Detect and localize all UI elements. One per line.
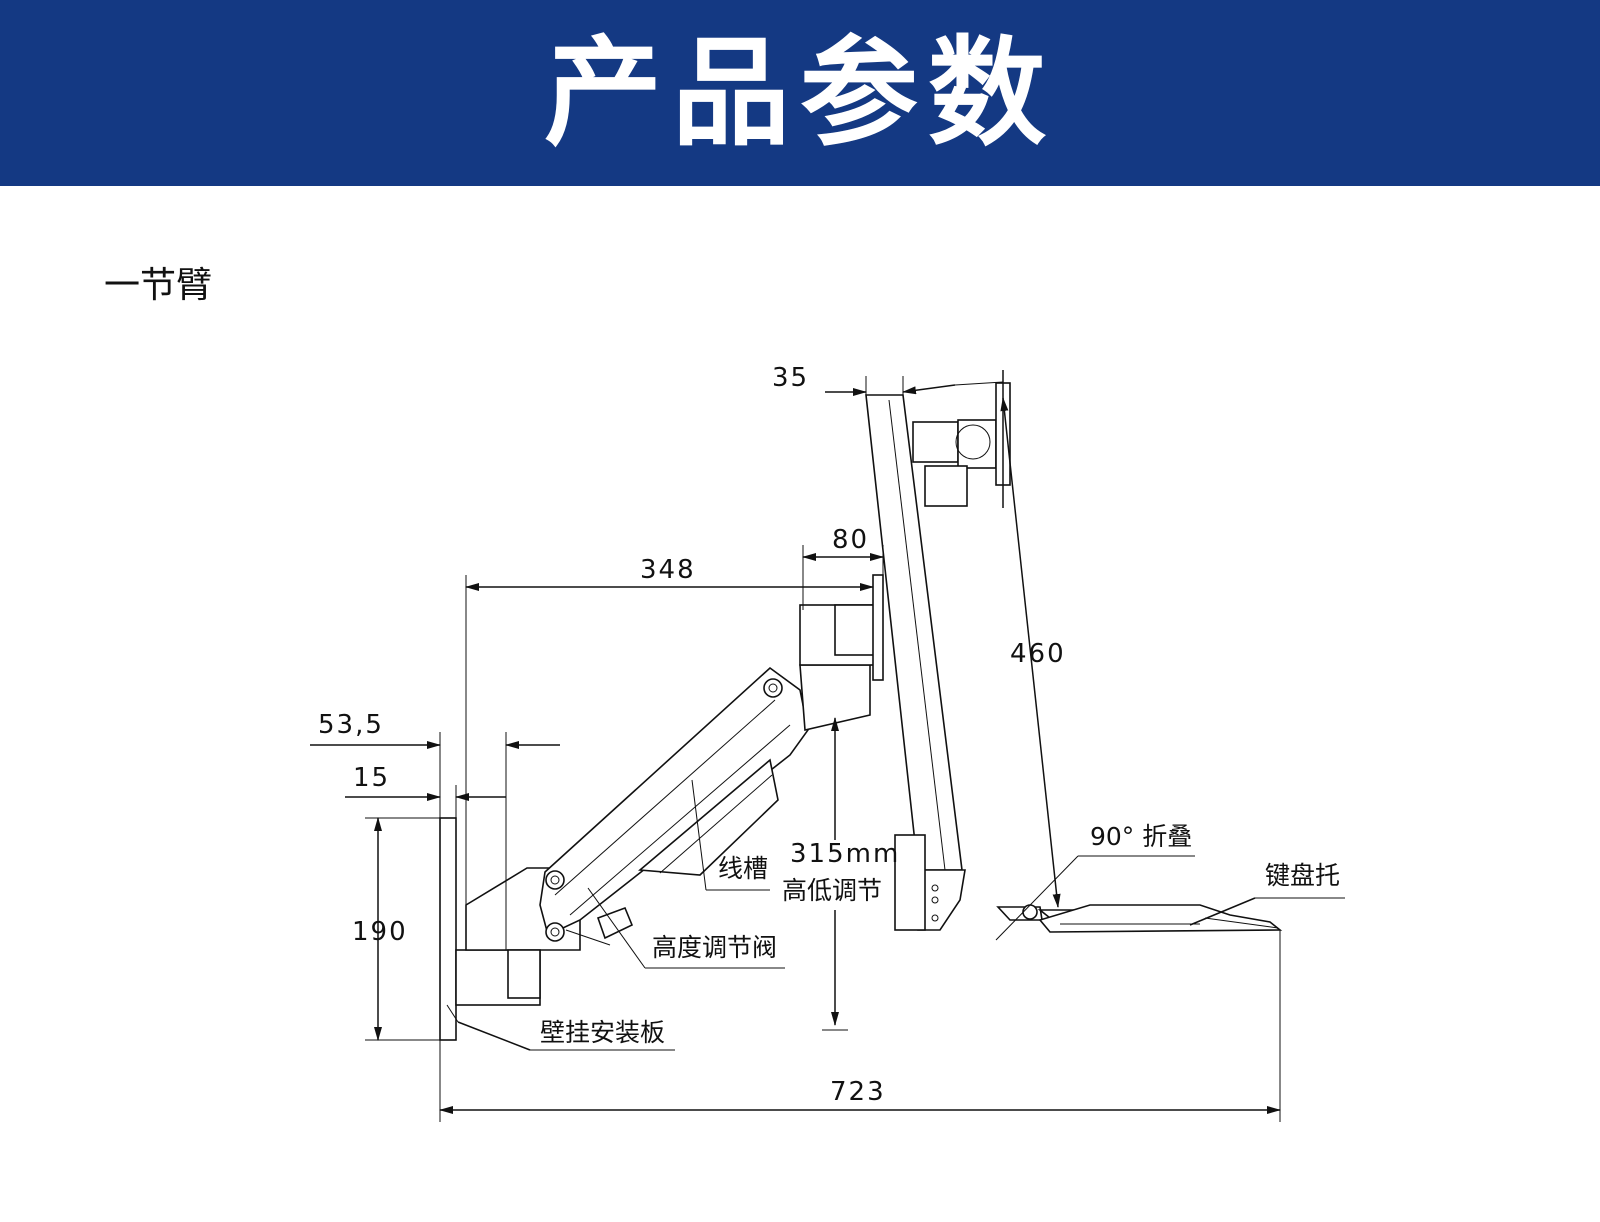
dim-315mm: 315mm bbox=[790, 839, 900, 869]
header-banner bbox=[0, 0, 1600, 186]
dim-460: 460 bbox=[1010, 639, 1066, 669]
dim-723: 723 bbox=[830, 1077, 886, 1107]
dim-53-5: 53,5 bbox=[318, 710, 384, 740]
arm-head bbox=[799, 574, 884, 731]
dim-190: 190 bbox=[352, 917, 408, 947]
dim-35: 35 bbox=[772, 363, 809, 393]
label-height-valve: 高度调节阀 bbox=[652, 933, 777, 962]
leader-lines bbox=[457, 779, 1345, 1051]
dim-348: 348 bbox=[640, 555, 696, 585]
dim-80: 80 bbox=[832, 525, 869, 555]
label-height-adjust: 高低调节 bbox=[782, 876, 882, 905]
keyboard-tray bbox=[996, 904, 1283, 933]
label-keyboard-tray: 键盘托 bbox=[1265, 861, 1340, 890]
label-fold: 90° 折叠 bbox=[1090, 822, 1192, 851]
section-subtitle: 一节臂 bbox=[104, 265, 213, 306]
gas-spring-arm bbox=[539, 666, 809, 946]
page-title: 产品参数 bbox=[543, 24, 1056, 162]
dimension-lines bbox=[310, 376, 1281, 1122]
dim-15: 15 bbox=[353, 763, 390, 793]
label-cable-slot: 线槽 bbox=[718, 854, 768, 883]
label-wall-plate: 壁挂安装板 bbox=[540, 1018, 665, 1047]
